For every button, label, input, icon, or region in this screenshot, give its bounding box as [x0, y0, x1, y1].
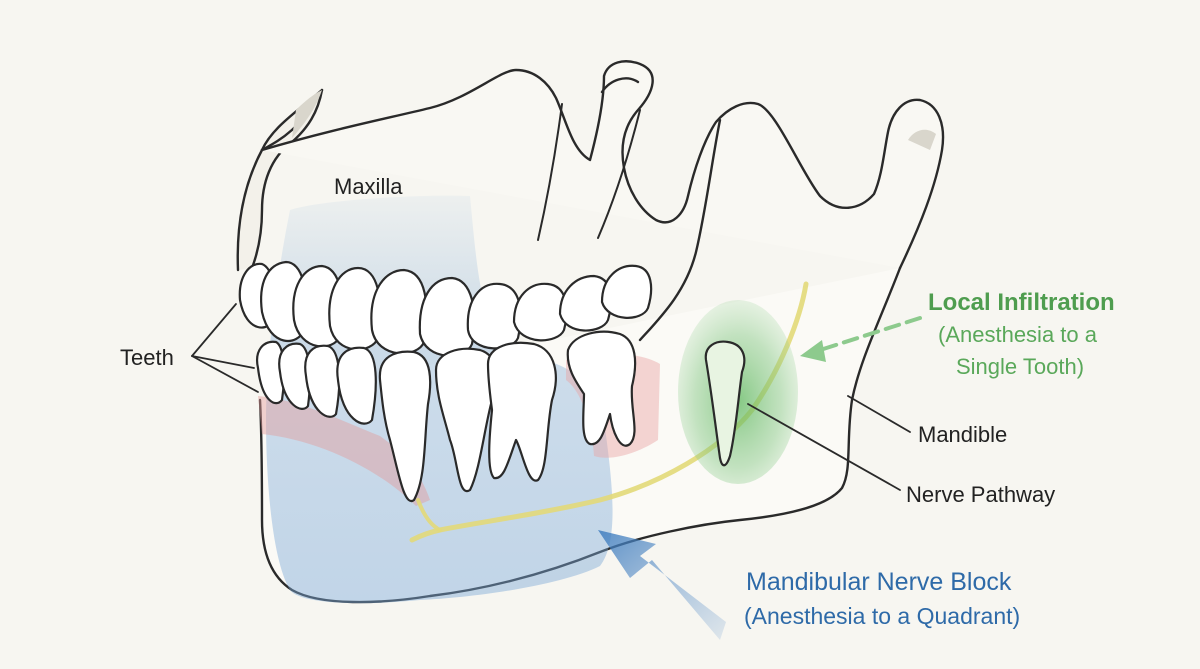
local-infiltration-line1: (Anesthesia to a: [938, 322, 1098, 347]
mandibular-block-arrow: [598, 530, 726, 640]
local-infiltration-line2: Single Tooth): [956, 354, 1084, 379]
nerve-branch: [416, 498, 442, 532]
mandibular-block-title: Mandibular Nerve Block: [746, 568, 1012, 596]
maxilla-label: Maxilla: [334, 174, 403, 199]
skull-outline: [236, 60, 945, 272]
teeth-label: Teeth: [120, 345, 174, 370]
upper-teeth: [238, 260, 653, 357]
mandibular-block-line1: (Anesthesia to a Quadrant): [744, 603, 1020, 629]
lower-teeth: [256, 330, 637, 503]
nerve-pathway-label: Nerve Pathway: [906, 482, 1055, 507]
leader-lines: [191, 303, 911, 491]
mandible-label: Mandible: [918, 422, 1007, 447]
local-infiltration-title: Local Infiltration: [928, 289, 1115, 316]
infiltrated-tooth: [704, 340, 746, 467]
local-infiltration-arrow: [800, 316, 922, 362]
